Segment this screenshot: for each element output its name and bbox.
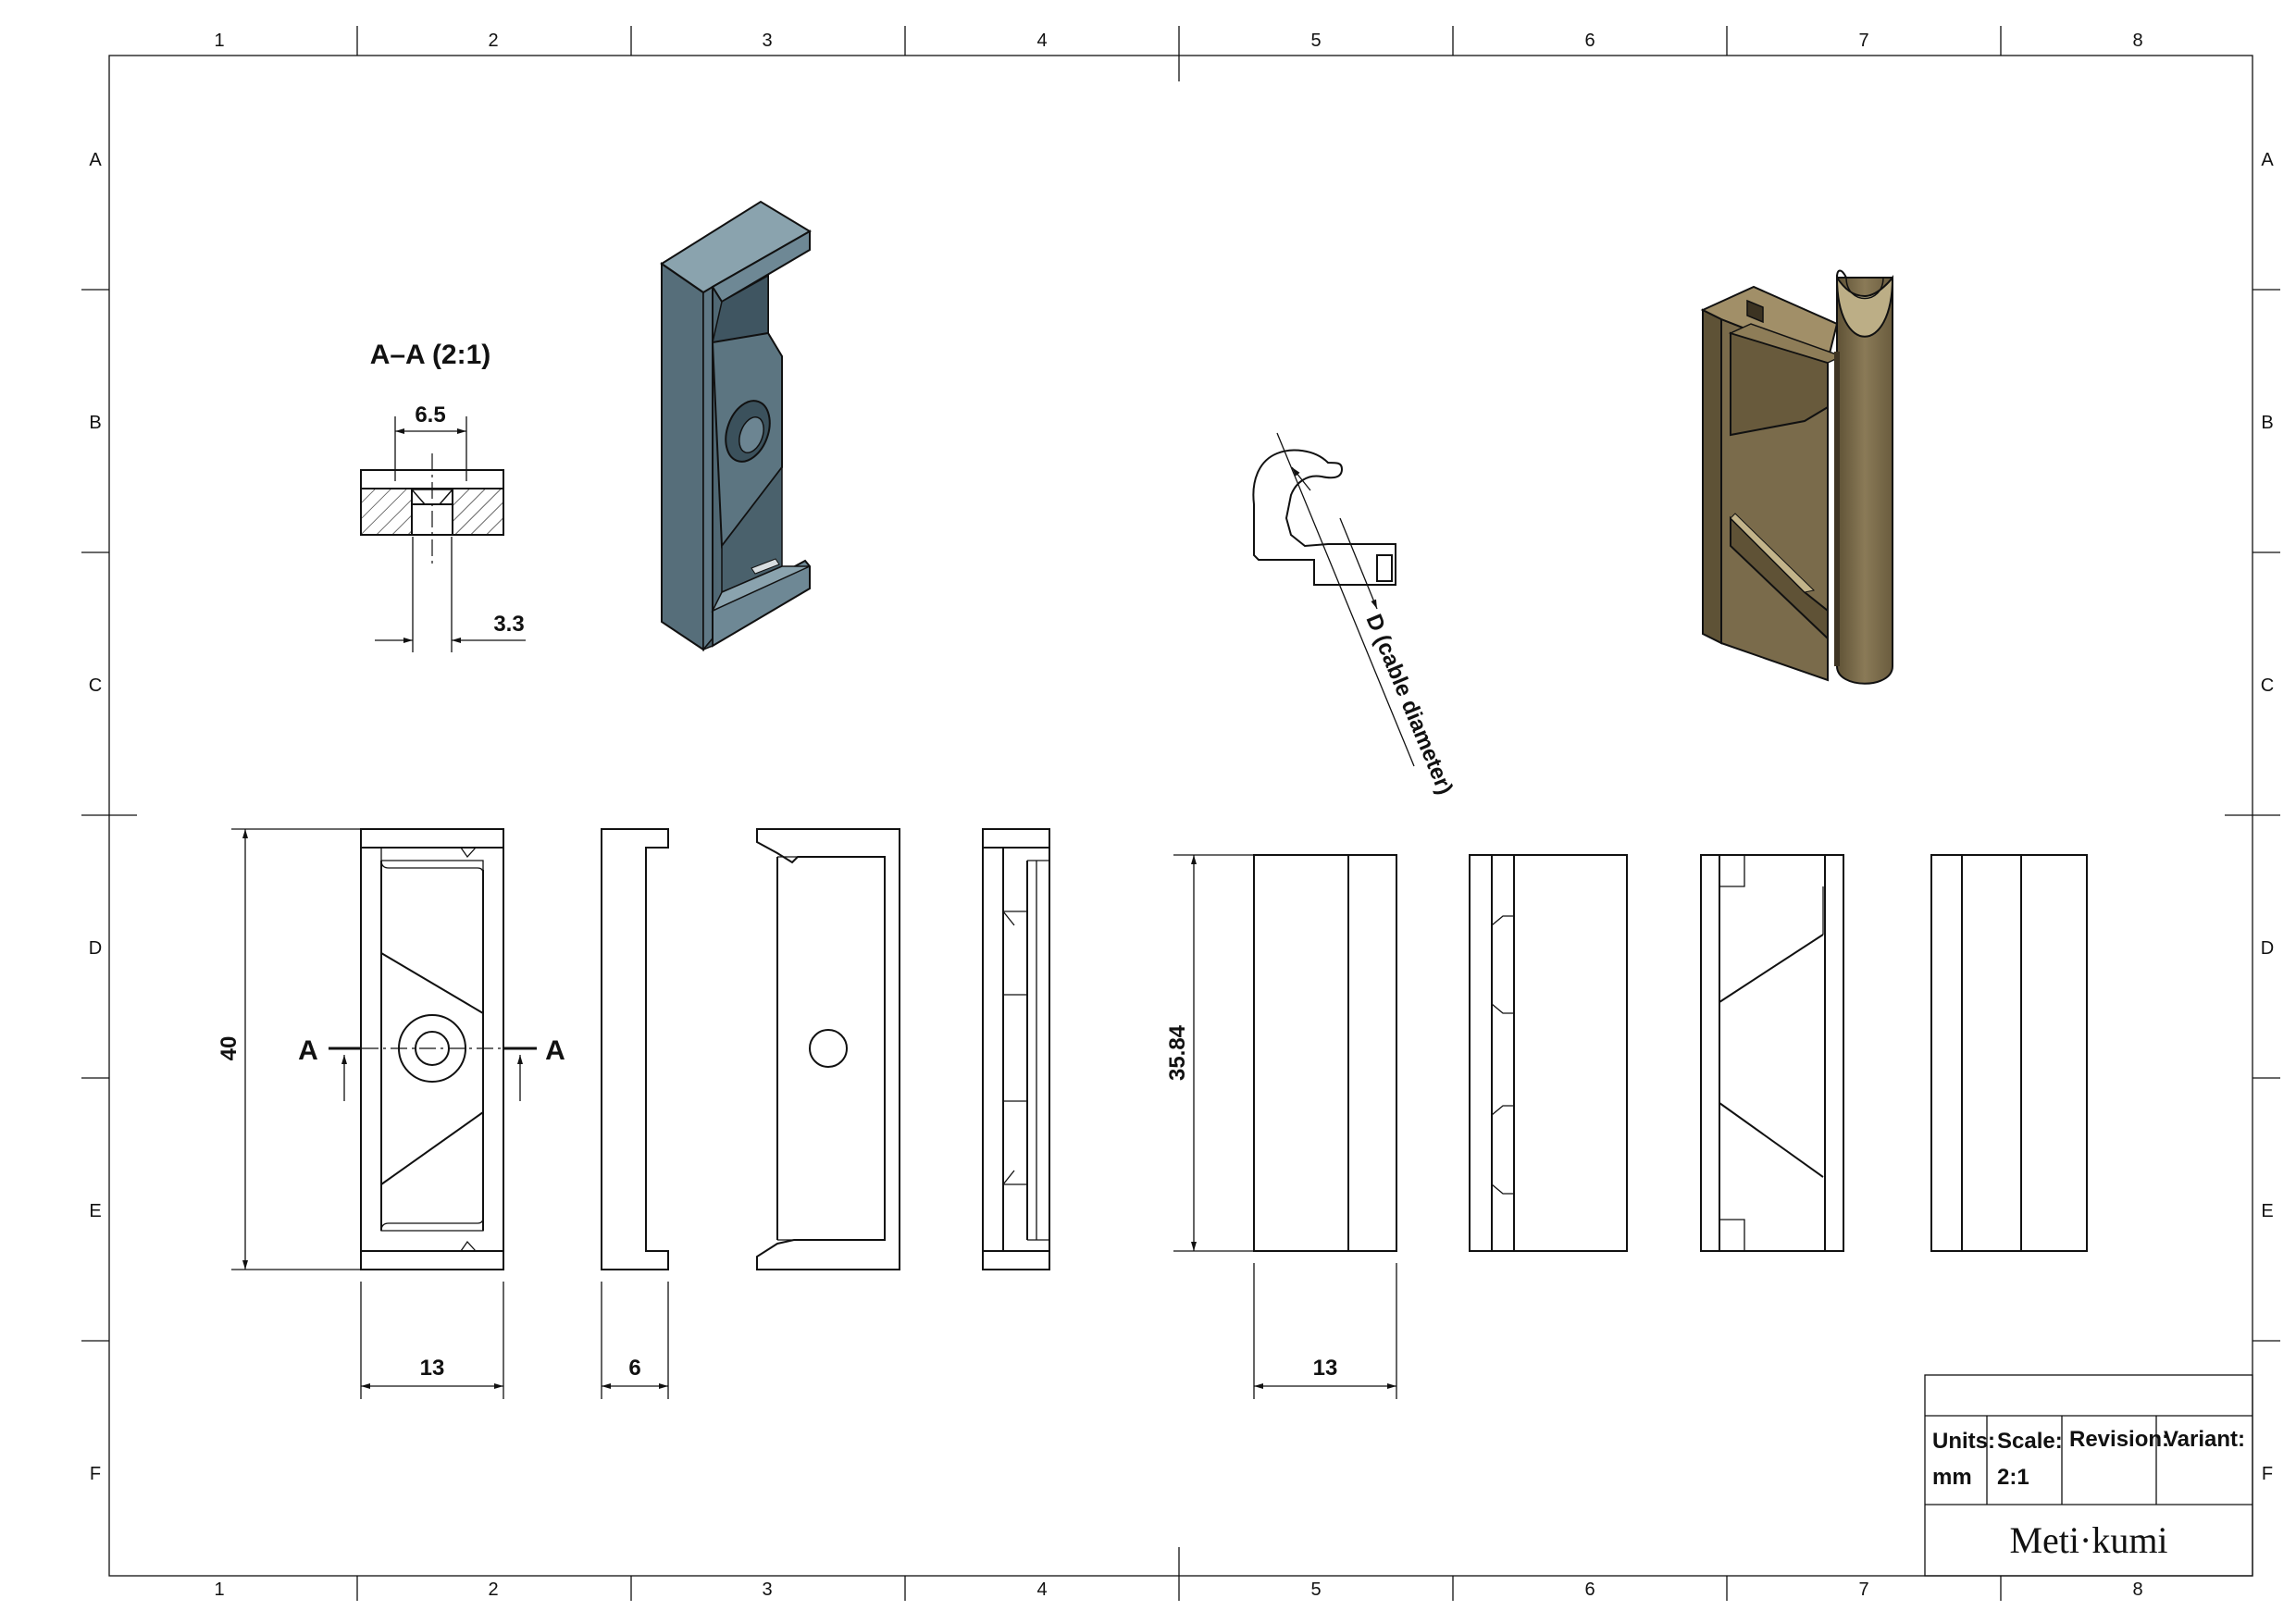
side-view: 6 xyxy=(601,828,669,1399)
title-block: Units: mm Scale: 2:1 Revision: Variant: … xyxy=(1924,1374,2253,1577)
row-label-right: A xyxy=(2261,150,2274,170)
section-cut-markers: A A xyxy=(298,1035,565,1101)
front-view-left xyxy=(333,828,532,1270)
col-label-top: 7 xyxy=(1858,31,1868,51)
row-label-left: F xyxy=(90,1464,101,1484)
row-label-left: D xyxy=(89,938,102,959)
cut-marker-right: A xyxy=(545,1035,565,1066)
revision-label: Revision: xyxy=(2069,1427,2169,1452)
col-label-top: 6 xyxy=(1584,31,1595,51)
dim-width-left-group: 13 xyxy=(360,1282,504,1399)
dim-thickness: 6 xyxy=(628,1356,640,1381)
col-label-bottom: 4 xyxy=(1036,1580,1047,1600)
scale-value: 2:1 xyxy=(1997,1465,2029,1490)
col-label-top: 1 xyxy=(214,31,224,51)
dim-width-right: 13 xyxy=(1313,1356,1338,1381)
col-label-bottom: 1 xyxy=(214,1580,224,1600)
section-title: A–A (2:1) xyxy=(370,340,491,370)
sheet-frame xyxy=(81,26,2280,1601)
row-label-left: E xyxy=(89,1201,101,1221)
isometric-view-right xyxy=(1700,269,1894,685)
variant-label: Variant: xyxy=(2164,1427,2245,1452)
col-label-bottom: 2 xyxy=(488,1580,498,1600)
dim-width-right-group: 13 xyxy=(1253,1263,1397,1399)
column-labels-top: 1 2 3 4 5 6 7 8 xyxy=(214,31,2142,51)
side-profile-view xyxy=(982,828,1050,1270)
row-label-right: C xyxy=(2261,675,2274,696)
dim-section-width: 6.5 xyxy=(415,403,445,427)
units-value: mm xyxy=(1932,1465,1972,1490)
row-label-right: E xyxy=(2261,1201,2273,1221)
dim-height-left-group: 40 xyxy=(217,828,361,1270)
view-right-4 xyxy=(1930,854,2088,1252)
col-label-top: 5 xyxy=(1310,31,1321,51)
row-labels-left: A B C D E F xyxy=(89,150,103,1484)
view-right-2 xyxy=(1469,854,1628,1252)
view-right-3 xyxy=(1700,854,1844,1252)
column-labels-bottom: 1 2 3 4 5 6 7 8 xyxy=(214,1580,2142,1600)
col-label-top: 2 xyxy=(488,31,498,51)
cut-marker-left: A xyxy=(298,1035,318,1066)
cable-diameter-label: D (cable diameter) xyxy=(1360,611,1458,799)
row-label-left: C xyxy=(89,675,102,696)
dim-height-right: 35.84 xyxy=(1165,1024,1190,1081)
row-labels-right: A B C D E F xyxy=(2261,150,2275,1484)
col-label-top: 8 xyxy=(2132,31,2142,51)
col-label-bottom: 6 xyxy=(1584,1580,1595,1600)
cable-profile-detail: D (cable diameter) xyxy=(1252,432,1458,799)
col-label-top: 4 xyxy=(1036,31,1047,51)
dim-height-left: 40 xyxy=(217,1036,242,1061)
dim-width-left: 13 xyxy=(420,1356,445,1381)
view-right-1 xyxy=(1253,854,1397,1252)
dim-hole-diameter: 3.3 xyxy=(493,612,524,637)
back-view xyxy=(756,828,900,1270)
row-label-right: D xyxy=(2261,938,2274,959)
isometric-view-left xyxy=(660,200,812,652)
row-label-right: B xyxy=(2261,413,2273,433)
row-label-left: A xyxy=(89,150,102,170)
units-label: Units: xyxy=(1932,1429,1995,1454)
col-label-bottom: 5 xyxy=(1310,1580,1321,1600)
row-label-left: B xyxy=(89,413,101,433)
brand-logo: Meti·kumi xyxy=(2009,1519,2167,1561)
row-label-right: F xyxy=(2262,1464,2273,1484)
section-view-a-a: A–A (2:1) 6.5 3.3 xyxy=(360,340,526,652)
dim-height-right-group: 35.84 xyxy=(1165,854,1254,1252)
col-label-top: 3 xyxy=(762,31,772,51)
scale-label: Scale: xyxy=(1997,1429,2063,1454)
col-label-bottom: 7 xyxy=(1858,1580,1868,1600)
col-label-bottom: 8 xyxy=(2132,1580,2142,1600)
col-label-bottom: 3 xyxy=(762,1580,772,1600)
